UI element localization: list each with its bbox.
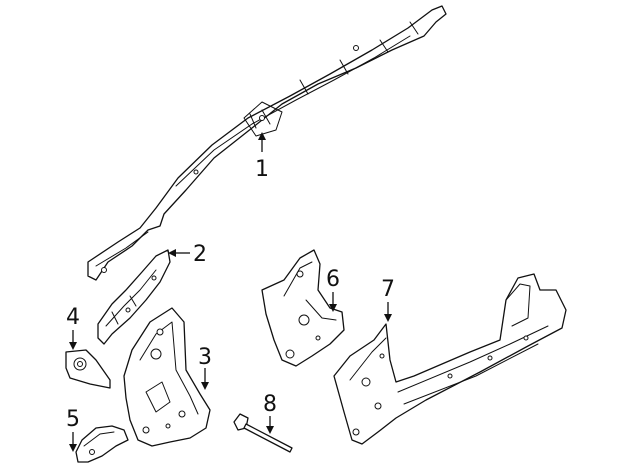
part-3-pillar-reinforcement <box>123 307 211 447</box>
part-7-rocker-panel <box>333 273 567 445</box>
callout-7-label: 7 <box>381 277 395 302</box>
callout-5-label: 5 <box>66 407 80 432</box>
part-8-bolt <box>233 413 293 453</box>
callout-1-label: 1 <box>255 157 269 182</box>
callout-7: 7 <box>381 277 395 322</box>
part-1-roof-rail <box>87 5 447 281</box>
callout-6-label: 6 <box>326 267 340 292</box>
callout-8: 8 <box>263 392 277 434</box>
callout-1: 1 <box>255 132 269 182</box>
callout-5: 5 <box>66 407 80 452</box>
callout-2-label: 2 <box>193 242 207 267</box>
callout-3-label: 3 <box>198 345 212 370</box>
callout-6: 6 <box>326 267 340 312</box>
callout-4-label: 4 <box>66 305 80 330</box>
part-2-bracket <box>97 249 171 345</box>
part-5-small-bracket <box>75 425 129 463</box>
callout-2: 2 <box>168 242 207 267</box>
part-6-hinge-pillar <box>261 249 345 367</box>
callout-8-label: 8 <box>263 392 277 417</box>
part-4-pad <box>65 349 111 389</box>
callout-4: 4 <box>66 305 80 350</box>
callout-3: 3 <box>198 345 212 390</box>
